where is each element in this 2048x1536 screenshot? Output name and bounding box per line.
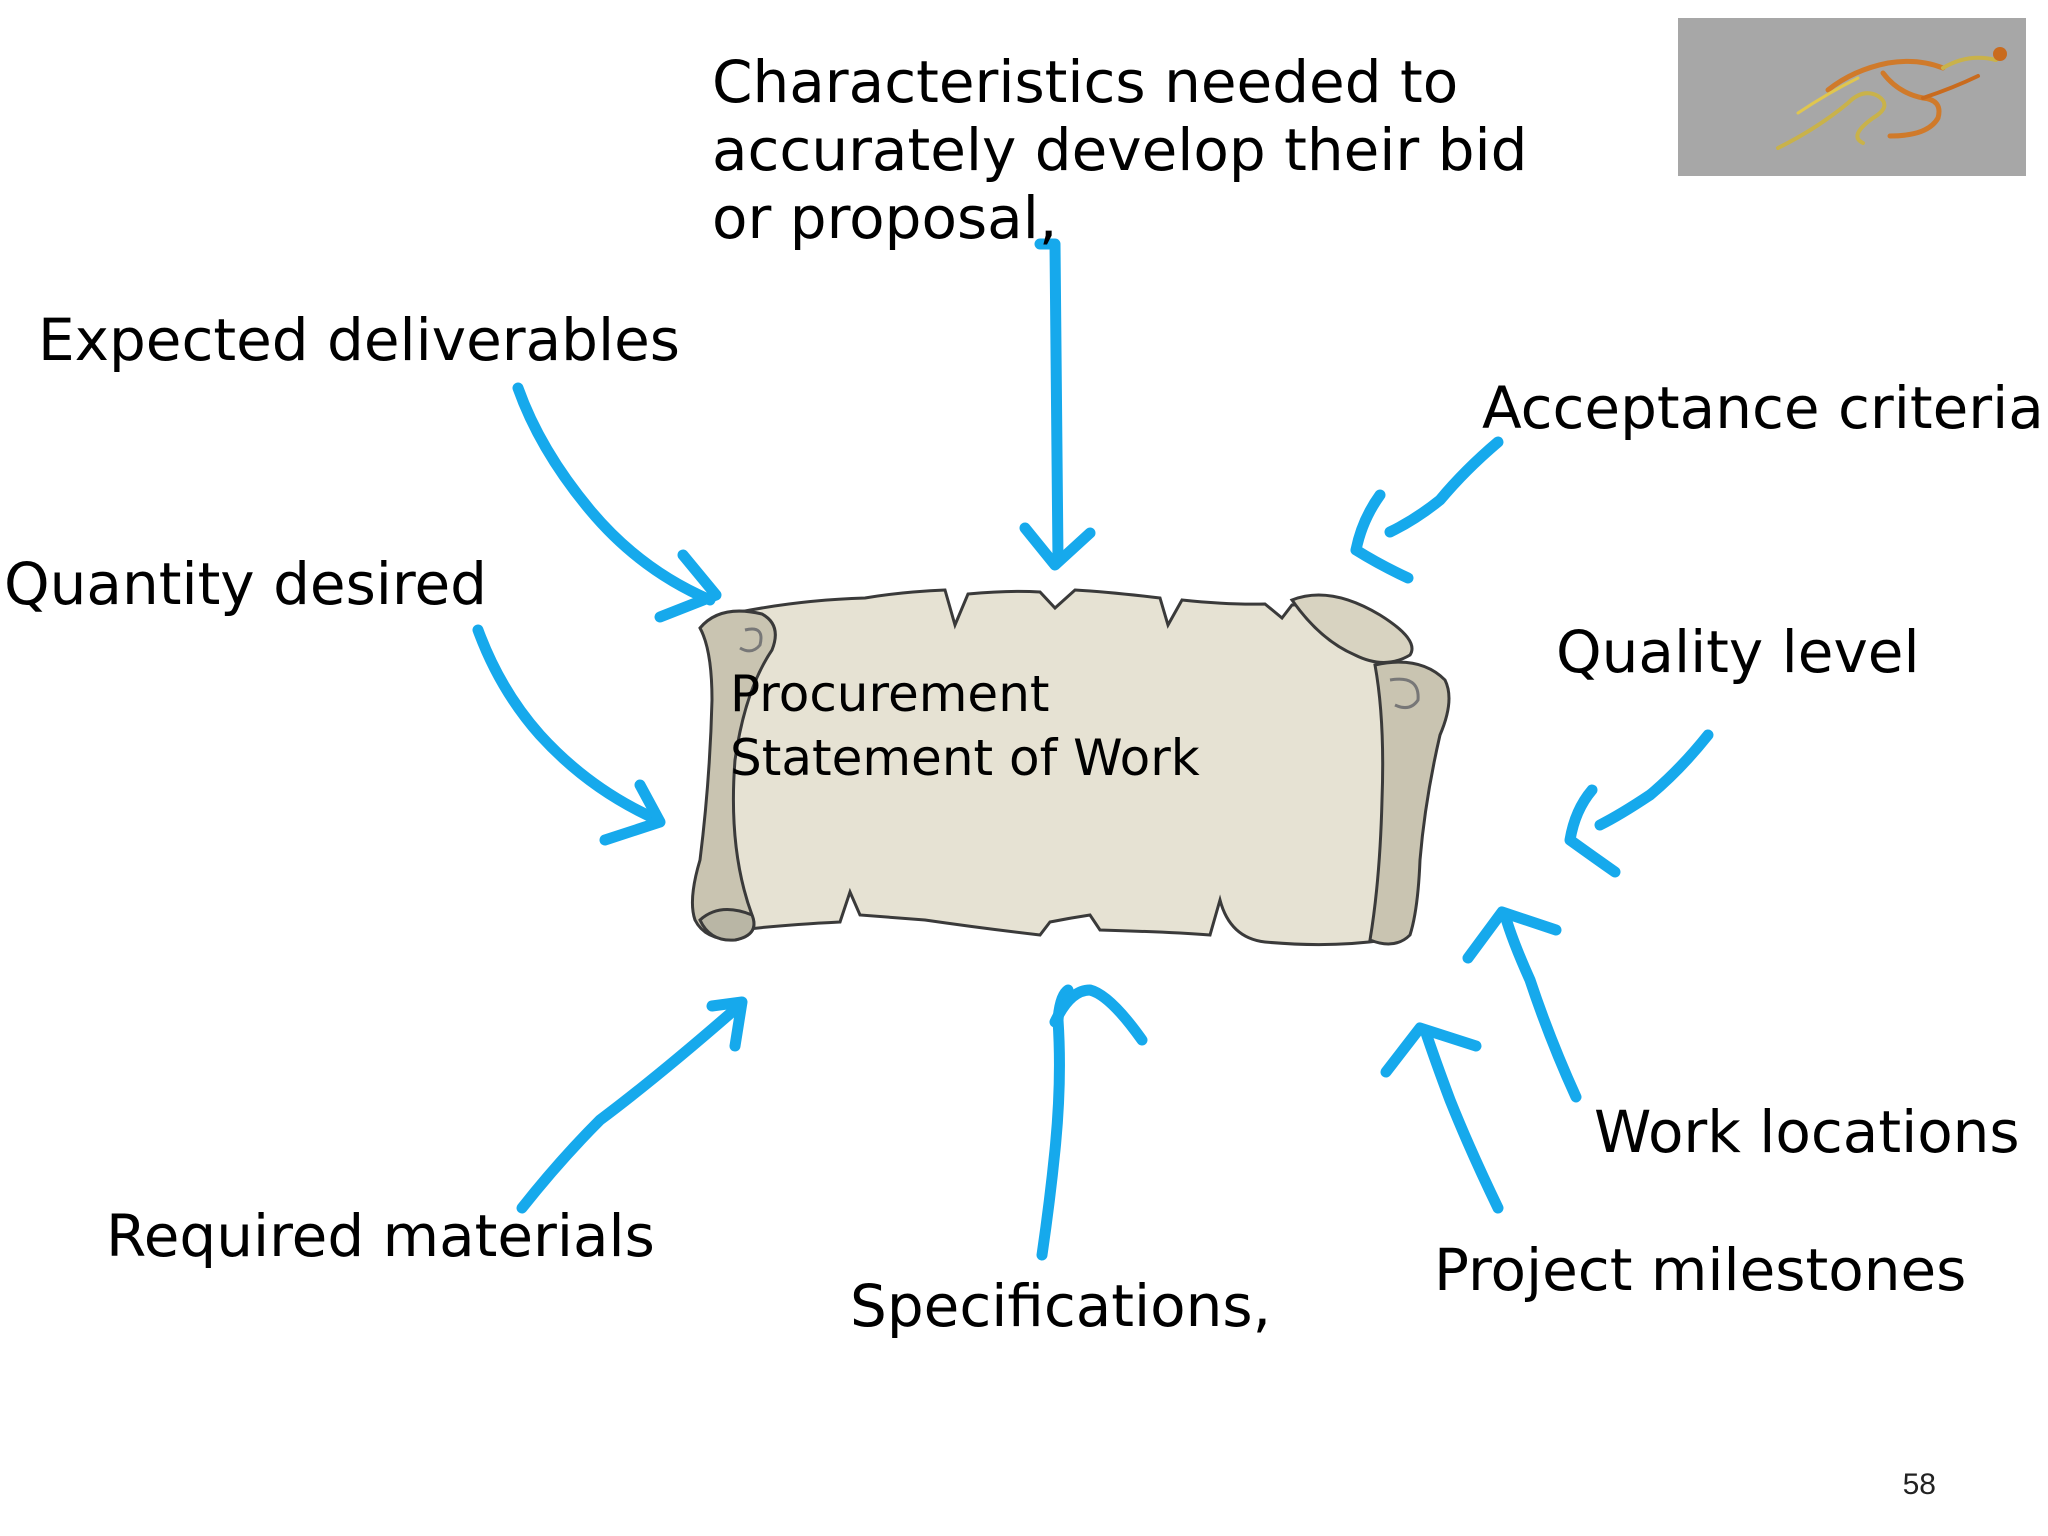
arrow-acceptance-criteria bbox=[1384, 436, 1504, 538]
arrow-project-milestones bbox=[1419, 1024, 1504, 1214]
arrowhead-project-milestones bbox=[1380, 1022, 1482, 1078]
scroll-graphic bbox=[690, 588, 1451, 947]
label-characteristics: Characteristics needed to accurately dev… bbox=[712, 48, 1528, 252]
label-work-locations: Work locations bbox=[1594, 1098, 2020, 1166]
arrow-characteristics bbox=[1034, 238, 1064, 566]
scroll-left-bottom-curl bbox=[698, 908, 756, 942]
logo bbox=[1678, 18, 2026, 176]
arrow-expected-deliverables bbox=[512, 382, 716, 606]
arrowhead-work-locations bbox=[1462, 906, 1562, 964]
arrowhead-quantity-desired bbox=[599, 779, 666, 846]
arrow-group bbox=[472, 238, 1714, 1261]
label-project-milestones: Project milestones bbox=[1434, 1236, 1967, 1304]
arrow-work-locations bbox=[1499, 909, 1582, 1103]
arrow-quantity-desired bbox=[472, 624, 664, 826]
arrowhead-specifications bbox=[1049, 984, 1148, 1046]
arrowhead-characteristics bbox=[1019, 522, 1096, 571]
scroll-right-spiral bbox=[1389, 677, 1420, 710]
scroll-right-top-curl bbox=[1289, 593, 1414, 664]
arrowhead-expected-deliverables bbox=[654, 549, 722, 623]
label-required-materials: Required materials bbox=[106, 1202, 655, 1270]
arrowhead-required-materials bbox=[706, 996, 748, 1052]
label-quality-level: Quality level bbox=[1556, 618, 1920, 686]
scroll-center-label: Procurement Statement of Work bbox=[730, 665, 1200, 787]
arrow-specifications bbox=[1036, 984, 1074, 1261]
running-figure-icon bbox=[1776, 47, 2007, 150]
scroll-left-curl-spiral bbox=[739, 627, 763, 653]
label-quantity-desired: Quantity desired bbox=[4, 550, 487, 618]
arrow-quality-level bbox=[1594, 729, 1714, 831]
label-expected-deliverables: Expected deliverables bbox=[38, 306, 680, 374]
page-number: 58 bbox=[1902, 1468, 1936, 1501]
label-acceptance-criteria: Acceptance criteria, bbox=[1482, 374, 2048, 442]
scroll-right-roll bbox=[1368, 660, 1451, 946]
arrowhead-acceptance-criteria bbox=[1350, 489, 1414, 584]
label-specifications: Specifications, bbox=[850, 1272, 1272, 1340]
arrow-required-materials bbox=[516, 999, 746, 1214]
arrowhead-quality-level bbox=[1564, 784, 1621, 878]
